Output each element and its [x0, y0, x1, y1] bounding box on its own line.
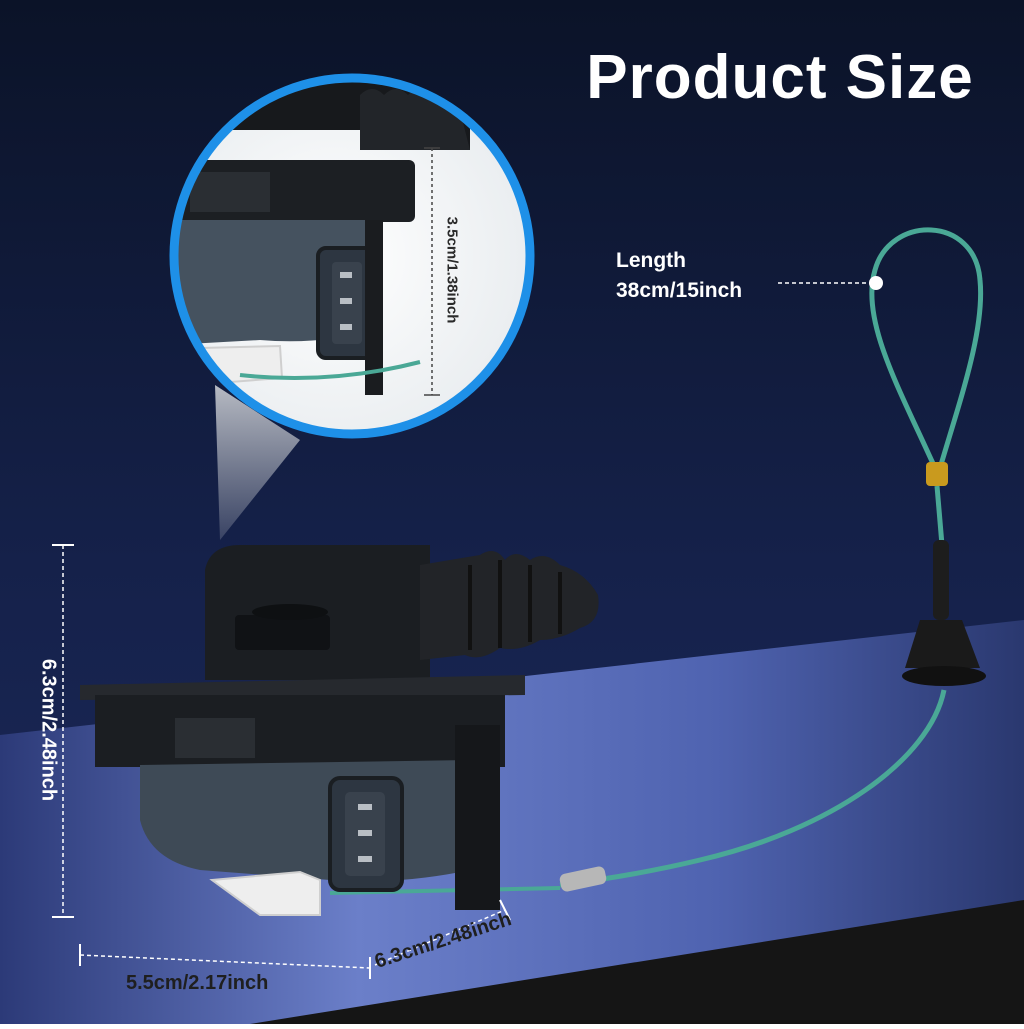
- release-cable: [329, 227, 986, 895]
- dark-floor: [250, 900, 1024, 1024]
- connector-height-label: 3.5cm/1.38inch: [443, 216, 461, 324]
- cable-length-label: Length 38cm/15inch: [616, 246, 742, 306]
- cable-length-value: 38cm/15inch: [616, 279, 743, 302]
- depth-dimension-line: [374, 899, 511, 966]
- width-dimension-line: [79, 944, 371, 979]
- cable-length-caption: Length: [616, 249, 686, 272]
- width-dimension-label: 5.5cm/2.17inch: [126, 972, 269, 994]
- height-dimension-line: [52, 544, 74, 918]
- height-dimension-label: 6.3cm/2.48inch: [37, 658, 60, 802]
- door-lock-actuator: [80, 545, 599, 916]
- zoom-beam: [215, 385, 300, 540]
- page-title: Product Size: [586, 43, 974, 112]
- connector-zoom-circle: [169, 73, 535, 439]
